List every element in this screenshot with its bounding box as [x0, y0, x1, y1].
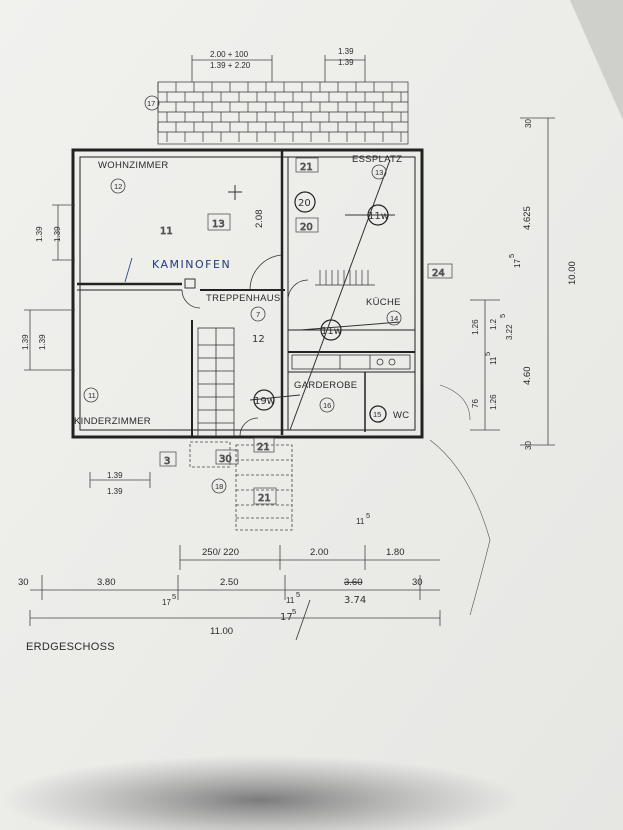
entry-stairs [189, 441, 293, 531]
box-number-3: 3 [164, 456, 170, 467]
dim-top-c: 1.39 [338, 47, 354, 56]
circle-number-11w-top: 11w [368, 211, 389, 222]
outer-walls [71, 148, 424, 439]
bottom-dimension-chains: 250/ 220 2.00 1.80 11 5 30 3.80 2.50 3.6… [18, 511, 441, 641]
circle-number-20: 20 [298, 198, 311, 209]
dim-row2-b: 3.80 [97, 577, 116, 588]
dim-right-76: 76 [471, 399, 480, 408]
box-number-21: 21 [300, 162, 313, 173]
terrace-fan [429, 384, 491, 616]
dim-right-115-exp: 5 [483, 352, 492, 356]
dim-row1-a: 250/ 220 [202, 547, 239, 558]
dim-right-4625: 4.625 [522, 206, 533, 230]
right-dimensions: 30 4.625 10.00 17 5 4.60 30 1.26 1.2 3.2… [470, 117, 578, 450]
dim-row3-b-exp: 5 [296, 590, 300, 599]
room-number-kueche: 14 [390, 314, 398, 323]
dim-top-d: 1.39 [338, 58, 354, 67]
dim-row2-a: 30 [18, 577, 29, 588]
dim-right-460: 4.60 [522, 367, 533, 386]
kitchen-counter [291, 354, 411, 370]
dim-row1-c: 1.80 [386, 547, 405, 558]
dim-row1-sup-exp: 5 [366, 511, 370, 520]
dim-right-126-b: 1.26 [489, 394, 498, 410]
room-label-treppenhaus: TREPPENHAUS [206, 293, 281, 304]
circle-number-19w: 19w [254, 396, 275, 407]
dim-left-139-c: 1.39 [21, 334, 30, 350]
circle-number-11w-mid: 11w [321, 326, 342, 337]
dim-row2-e: 30 [412, 577, 423, 588]
pen-annotations [228, 159, 401, 431]
dim-row2-d: 3.60 [344, 577, 363, 588]
dim-bottom-139-a: 1.39 [107, 471, 123, 480]
dim-left-139-d: 1.39 [38, 334, 47, 350]
left-dimensions: 1.39 1.39 1.39 1.39 [21, 204, 75, 371]
dim-row1-sup: 11 [356, 517, 365, 526]
room-number-kinderzimmer: 11 [88, 391, 96, 400]
room-number-entry: 18 [215, 482, 223, 491]
dim-row1-b: 2.00 [310, 547, 329, 558]
door-swings [181, 254, 309, 437]
handwritten-kaminofen: KAMINOFEN [152, 258, 231, 271]
room-label-essplatz: ESSPLATZ [352, 154, 402, 165]
box-number-13: 13 [212, 219, 225, 230]
dim-right-175: 17 [513, 259, 522, 268]
dim-top-a: 2.00 + 100 [210, 50, 249, 59]
room-number-garderobe: 16 [323, 401, 331, 410]
pen-number-11: 11 [160, 226, 173, 237]
dim-row3-c: 3.74 [344, 595, 366, 606]
dim-total: 11.00 [210, 626, 233, 637]
room-number-treppe: 12 [252, 334, 265, 345]
dim-left-139-a: 1.39 [35, 226, 44, 242]
dim-row2-c: 2.50 [220, 577, 239, 588]
room-number-wc: 15 [373, 410, 381, 419]
box-number-21-right: 21 [257, 442, 270, 453]
box-number-21-stairs: 21 [258, 493, 271, 504]
dim-bottom-139-b: 1.39 [107, 487, 123, 496]
room-label-kueche: KÜCHE [366, 297, 401, 308]
dim-row3-d-exp: 5 [292, 607, 296, 616]
interior-walls [77, 150, 415, 437]
kitchen-stair-hatch [315, 270, 375, 286]
room-label-kinderzimmer: KINDERZIMMER [74, 416, 151, 427]
dim-right-3225-exp: 5 [498, 314, 507, 318]
dim-left-139-b: 1.39 [53, 226, 62, 242]
dim-row3-a: 17 [162, 598, 171, 607]
room-number-essplatz: 13 [375, 168, 383, 177]
paper-edge-shade [570, 0, 623, 120]
dim-right-115: 11 [489, 356, 498, 365]
photo-shadow [0, 755, 520, 830]
room-number-17: 17 [147, 99, 155, 108]
dim-row3-b: 11 [286, 596, 295, 605]
dim-row3-a-exp: 5 [172, 592, 176, 601]
roof-tiles [157, 81, 409, 145]
box-number-24: 24 [432, 268, 445, 279]
room-number-markers: 12 13 11 7 12 14 16 15 18 20 11w 11w 19w [83, 164, 402, 494]
box-number-30: 30 [219, 454, 232, 465]
room-label-wc: WC [393, 410, 409, 421]
room-number-treppenhaus: 7 [256, 310, 260, 319]
pen-number-boxes: 21 20 24 21 3 30 13 21 11 [159, 157, 453, 505]
dim-row3-d: 17 [280, 612, 293, 623]
staircase [197, 327, 235, 437]
room-label-wohnzimmer: WOHNZIMMER [98, 160, 169, 171]
dim-right-175-exp: 5 [507, 254, 516, 258]
dim-right-1000: 10.00 [567, 261, 578, 285]
box-number-20: 20 [300, 222, 313, 233]
floor-title: ERDGESCHOSS [26, 641, 115, 653]
dim-right-126-a: 1.26 [471, 319, 480, 335]
room-number-wohnzimmer: 12 [114, 182, 122, 191]
dim-right-12: 1.2 [489, 318, 498, 330]
room-label-garderobe: GARDEROBE [294, 380, 357, 391]
dim-top-b: 1.39 + 2.20 [210, 61, 251, 70]
dim-door-208: 2.08 [254, 210, 265, 229]
dim-right-30-top: 30 [524, 119, 533, 128]
dim-right-30-bot: 30 [524, 441, 533, 450]
dim-right-3225: 3.22 [505, 324, 514, 340]
